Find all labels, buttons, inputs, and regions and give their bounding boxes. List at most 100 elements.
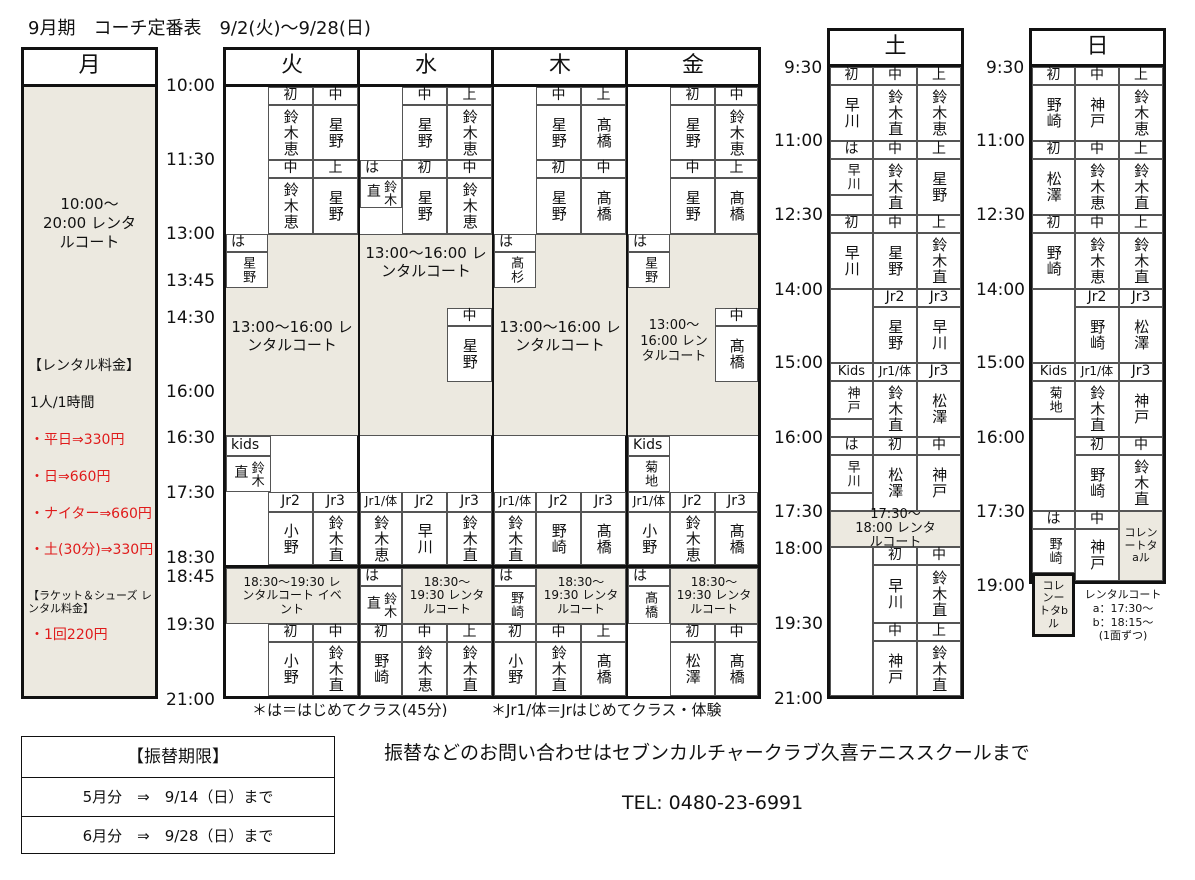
- sun-s1-c1-level: 中: [1075, 67, 1119, 85]
- sun-s1-c1-coach: 神戸: [1075, 85, 1119, 141]
- tue-ha-level: は: [226, 234, 268, 252]
- fri-ha-level: は: [628, 234, 670, 252]
- sat-s8-c2-coach: 鈴木直: [917, 641, 961, 696]
- thu-jr2-coach: 野崎: [536, 512, 581, 565]
- sun-time-0930: 9:30: [986, 58, 1025, 78]
- sat-s5-c0-empty: [830, 419, 873, 437]
- monday-column: 月 10:00〜20:00 レンタルコート 【レンタル料金】 1人/1時間 ・平…: [21, 47, 158, 699]
- fri-slot2-c1-coach: 星野: [670, 178, 715, 234]
- sun-s5-c0-coach: 菊地: [1032, 381, 1075, 419]
- time-1845: 18:45: [166, 567, 215, 587]
- sat-s6-c0-coach: 早川: [830, 455, 873, 493]
- fri-slot1-c1-level: 初: [670, 87, 715, 105]
- sun-rental-note: レンタルコート a：17:30〜 b：18:15〜 (1面ずつ): [1084, 588, 1162, 643]
- sun-s7-c1-coach: 神戸: [1075, 529, 1119, 581]
- sat-time-1230: 12:30: [774, 205, 823, 225]
- sun-time-1600: 16:00: [976, 428, 1025, 448]
- time-1630: 16:30: [166, 428, 215, 448]
- thu-1830-rental: 18:30〜 19:30 レンタルコート: [536, 568, 626, 624]
- thu-slot2-c2-level: 中: [581, 160, 626, 178]
- sun-s4-c1-level: Jr2: [1075, 289, 1119, 307]
- sat-s6-c1-coach: 松澤: [873, 455, 917, 511]
- sun-time-1730: 17:30: [976, 502, 1025, 522]
- thu-night-c1-level: 中: [536, 624, 581, 642]
- sun-s5-c1-coach: 鈴木直: [1075, 381, 1119, 437]
- fri-jr1-coach: 小野: [628, 512, 670, 565]
- sun-rental-b: コレンートタbル: [1032, 573, 1075, 637]
- tue-slot1-c2-coach: 星野: [313, 105, 358, 160]
- tue-jr2-coach: 小野: [268, 512, 313, 565]
- thu-night-c0-coach: 小野: [494, 642, 536, 696]
- fee-per: 1人/1時間: [30, 395, 95, 411]
- tue-slot1-c1-level: 初: [268, 87, 313, 105]
- wed-jr2-level: Jr2: [402, 492, 447, 512]
- sun-header-rule: [1029, 64, 1166, 67]
- sun-s6-c1-level: 初: [1075, 437, 1119, 455]
- wed-slot1-c1-coach: 星野: [402, 105, 447, 160]
- fri-jr3-level: Jr3: [715, 492, 758, 512]
- tue-kids-coach: 直鈴木: [226, 456, 271, 492]
- tue-night-c2-coach: 鈴木直: [313, 642, 358, 696]
- sat-s1-c0-level: 初: [830, 67, 873, 85]
- page-title: 9月期 コーチ定番表 9/2(火)〜9/28(日): [28, 18, 371, 39]
- sat-s7-c1-level: 初: [873, 547, 917, 565]
- tue-slot2-c2-coach: 星野: [313, 178, 358, 234]
- sat-s3-c0-coach: 早川: [830, 233, 873, 289]
- thu-slot1-c1-coach: 星野: [536, 105, 581, 160]
- sat-header-rule: [827, 64, 964, 67]
- sun-s7-c0-level: は: [1032, 511, 1075, 529]
- wed-slot2-ha-coach: 直鈴木: [360, 178, 402, 208]
- thu-jr3-coach: 髙橋: [581, 512, 626, 565]
- makeup-header: 【振替期限】: [22, 737, 334, 778]
- sat-s3-c1-coach: 星野: [873, 233, 917, 289]
- sun-s3-c2-level: 上: [1119, 215, 1163, 233]
- fri-1830-ha-level: は: [628, 568, 670, 586]
- sat-s3-c1-level: 中: [873, 215, 917, 233]
- tue-slot1-c1-coach: 鈴木恵: [268, 105, 313, 160]
- sat-s5-c1-coach: 鈴木直: [873, 381, 917, 437]
- wed-slot2-ha-level: は: [360, 160, 402, 178]
- sat-s4-c2-coach: 早川: [917, 307, 961, 363]
- time-2100: 21:00: [166, 690, 215, 710]
- thu-slot1-c1-level: 中: [536, 87, 581, 105]
- wed-night-c0-coach: 野崎: [360, 642, 402, 696]
- sat-time-1800: 18:00: [774, 539, 823, 559]
- sat-time-1400: 14:00: [774, 280, 823, 300]
- thu-slot2-c1-level: 初: [536, 160, 581, 178]
- sat-s5-c2-coach: 松澤: [917, 381, 961, 437]
- sat-s2-c2-coach: 星野: [917, 159, 961, 215]
- time-1600: 16:00: [166, 382, 215, 402]
- sat-s8-c1-coach: 神戸: [873, 641, 917, 696]
- sun-s3-c1-coach: 鈴木恵: [1075, 233, 1119, 289]
- sun-s6-c1-coach: 野崎: [1075, 455, 1119, 511]
- thu-slot2-c1-coach: 星野: [536, 178, 581, 234]
- time-1430: 14:30: [166, 308, 215, 328]
- sat-time-0930: 9:30: [784, 58, 823, 78]
- sun-s3-c1-level: 中: [1075, 215, 1119, 233]
- sun-time-1230: 12:30: [976, 205, 1025, 225]
- saturday-column: [827, 28, 964, 699]
- sun-s6-c2-coach: 鈴木直: [1119, 455, 1163, 511]
- sat-s1-c2-coach: 鈴木恵: [917, 85, 961, 141]
- sat-1730-rental: 17:30〜18:00 レンタルコート: [830, 507, 961, 550]
- shoes-fee-header: 【ラケット＆シューズ レンタル料金】: [28, 589, 152, 616]
- sat-time-2100: 21:00: [774, 689, 823, 709]
- wed-jr3-level: Jr3: [447, 492, 492, 512]
- sat-s7-c2-level: 中: [917, 547, 961, 565]
- sun-s1-c2-level: 上: [1119, 67, 1163, 85]
- sat-s5-c0-level: Kids: [830, 363, 873, 381]
- wed-slot1-c2-coach: 鈴木恵: [447, 105, 492, 160]
- thu-ha-coach: 髙杉: [494, 252, 536, 288]
- fri-1830-ha-coach: 髙橋: [628, 586, 670, 624]
- col-divider-1: [357, 47, 360, 699]
- fri-night-c2-coach: 髙橋: [715, 642, 758, 696]
- thu-jr1-level: Jr1/体: [494, 492, 536, 512]
- sat-s2-c0-coach: 早川: [830, 159, 873, 195]
- fee-sunday: ・日⇒660円: [30, 469, 111, 485]
- day-header-wed: 水: [414, 53, 437, 78]
- time-1300: 13:00: [166, 224, 215, 244]
- wed-slot2-c2-coach: 鈴木恵: [447, 178, 492, 234]
- sun-time-1400: 14:00: [976, 280, 1025, 300]
- sun-s5-c2-coach: 神戸: [1119, 381, 1163, 437]
- fri-slot1-c2-coach: 鈴木恵: [715, 105, 758, 160]
